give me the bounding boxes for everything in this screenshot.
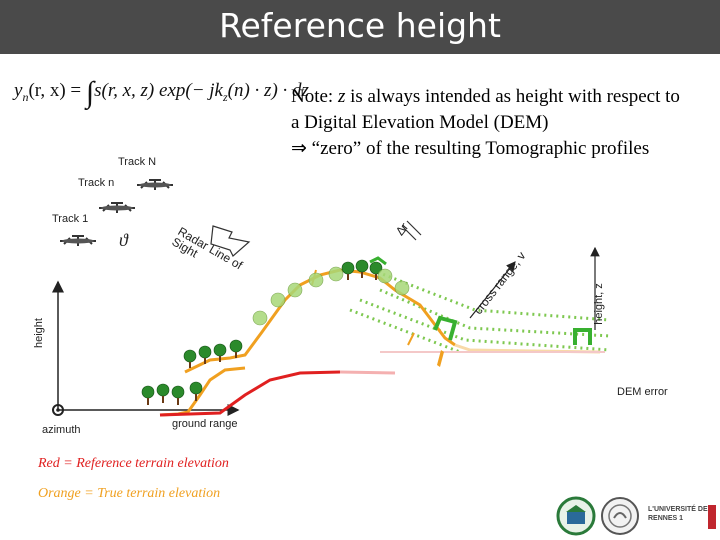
airplane-track-N-icon <box>137 179 173 190</box>
true-terrain-faded <box>454 343 601 354</box>
note-line-1: Note: z is always intended as height wit… <box>291 84 711 110</box>
rennes-logo-text: L'UNIVERSITÉ DE RENNES 1 <box>648 506 708 522</box>
implies-icon: ⇒ <box>291 138 307 159</box>
cross-range-axis <box>469 261 516 319</box>
azimuth-axis-icon <box>52 404 64 416</box>
eq-body: s(r, x, z) exp(− jk <box>94 80 223 101</box>
eq-lhs-args: (r, x) = <box>28 80 86 101</box>
label-theta: ϑ <box>119 230 128 250</box>
eq-lhs: y <box>14 80 23 101</box>
label-track-1: Track 1 <box>52 213 89 225</box>
note-line3-text: “zero” of the resulting Tomographic prof… <box>306 138 650 159</box>
label-azimuth: azimuth <box>42 424 81 436</box>
reference-terrain-line <box>159 370 341 417</box>
label-height: height <box>32 318 45 348</box>
airplane-track-1-icon <box>60 235 96 246</box>
note-prefix: Note: <box>291 86 338 107</box>
azimuth-dot <box>56 408 60 412</box>
legend-orange: Orange = True terrain elevation <box>38 486 221 501</box>
label-height-z: height, z <box>592 283 605 325</box>
title-bar <box>0 0 720 54</box>
eq-lhs-sub: n <box>22 89 29 104</box>
radar-los-arrow <box>210 225 251 257</box>
eq-kz-sub: z <box>222 89 228 104</box>
university-seal-green-icon <box>556 496 596 536</box>
rennes-logo: L'UNIVERSITÉ DE RENNES 1 <box>648 505 716 531</box>
legend-red: Red = Reference terrain elevation <box>38 456 229 471</box>
label-track-N: Track N <box>118 156 157 168</box>
note-suffix: is always intended as height with respec… <box>345 86 680 107</box>
profile-bracket-top <box>369 256 387 266</box>
label-ground-range: ground range <box>172 418 238 430</box>
reference-terrain-faded <box>339 370 396 375</box>
tomography-equation: yn(r, x) = ∫s(r, x, z) exp(− jkz(n) · z)… <box>14 76 309 110</box>
label-track-n: Track n <box>78 177 115 189</box>
slide-title: Reference height <box>219 6 501 45</box>
note-box: Note: z is always intended as height wit… <box>291 84 711 162</box>
dem-error-arrow-orange <box>437 350 444 367</box>
note-line-2: a Digital Elevation Model (DEM) <box>291 112 549 133</box>
airplane-track-n-icon <box>99 202 135 213</box>
note-line-3: ⇒ “zero” of the resulting Tomographic pr… <box>291 136 711 162</box>
orange-tick-marks <box>311 269 415 346</box>
profile-bracket-right <box>573 328 592 345</box>
label-dem-error: DEM error <box>617 386 668 398</box>
university-seal-gray-icon <box>601 497 639 535</box>
eq-tail: (n) · z) · dz <box>227 80 309 101</box>
rennes-logo-mark <box>708 505 716 529</box>
integral-sign-icon: ∫ <box>85 76 95 109</box>
trees <box>141 259 410 405</box>
profile-bracket-left <box>433 315 458 341</box>
note-var: z <box>337 86 346 107</box>
delta-r-marker <box>401 220 422 241</box>
